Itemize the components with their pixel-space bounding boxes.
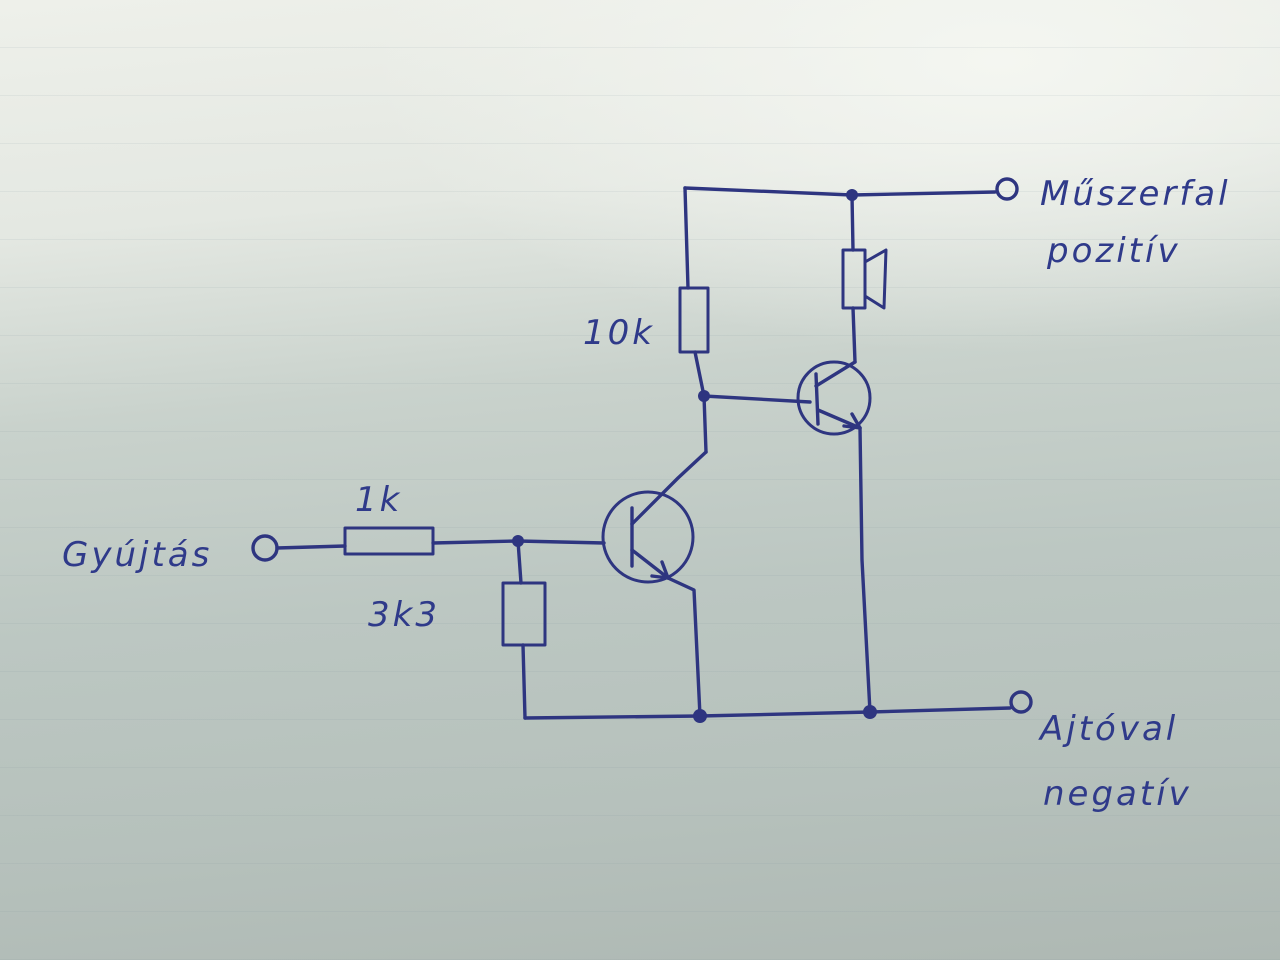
wire-q1-emitter-ground: [666, 576, 702, 718]
wire-speaker-q2: [851, 306, 857, 364]
wire-q2-emitter-ground: [858, 426, 872, 714]
positive-rail: [683, 186, 997, 197]
q2-collector: [814, 360, 857, 388]
q1-collector: [630, 450, 708, 526]
wire-r2-bottom: [521, 643, 527, 720]
label-r1: 1k: [355, 480, 402, 520]
wire-r3-top: [683, 186, 690, 290]
resistor-3k3: [501, 581, 547, 647]
label-negative-line1: Ajtóval: [1038, 709, 1178, 749]
wire-r3-bottom: [693, 350, 706, 398]
wire-r2-top: [516, 539, 523, 585]
wire-base-q2: [702, 394, 812, 404]
q2-emitter: [816, 408, 862, 430]
speaker-icon: [841, 248, 867, 310]
wire-q1-collector-node: [702, 394, 708, 454]
speaker-cone: [864, 248, 888, 310]
label-r2: 3k3: [368, 595, 440, 635]
label-input: Gyújtás: [62, 535, 212, 575]
resistor-10k: [678, 286, 710, 354]
q2-base-bar: [814, 372, 820, 426]
ground-rail: [523, 706, 1012, 720]
label-positive-line1: Műszerfal: [1040, 174, 1231, 214]
transistor-q1: [601, 490, 695, 584]
label-positive-line2: pozitív: [1046, 231, 1181, 271]
wire-input: [275, 544, 347, 550]
positive-terminal: [995, 177, 1019, 201]
label-r3: 10k: [583, 313, 655, 353]
transistor-q2: [796, 360, 872, 436]
q1-emitter: [630, 548, 670, 580]
wire-speaker-top: [850, 193, 855, 252]
negative-terminal: [1009, 690, 1033, 714]
input-terminal: [251, 534, 279, 562]
label-negative-line2: negatív: [1043, 774, 1192, 814]
resistor-1k: [343, 526, 435, 556]
